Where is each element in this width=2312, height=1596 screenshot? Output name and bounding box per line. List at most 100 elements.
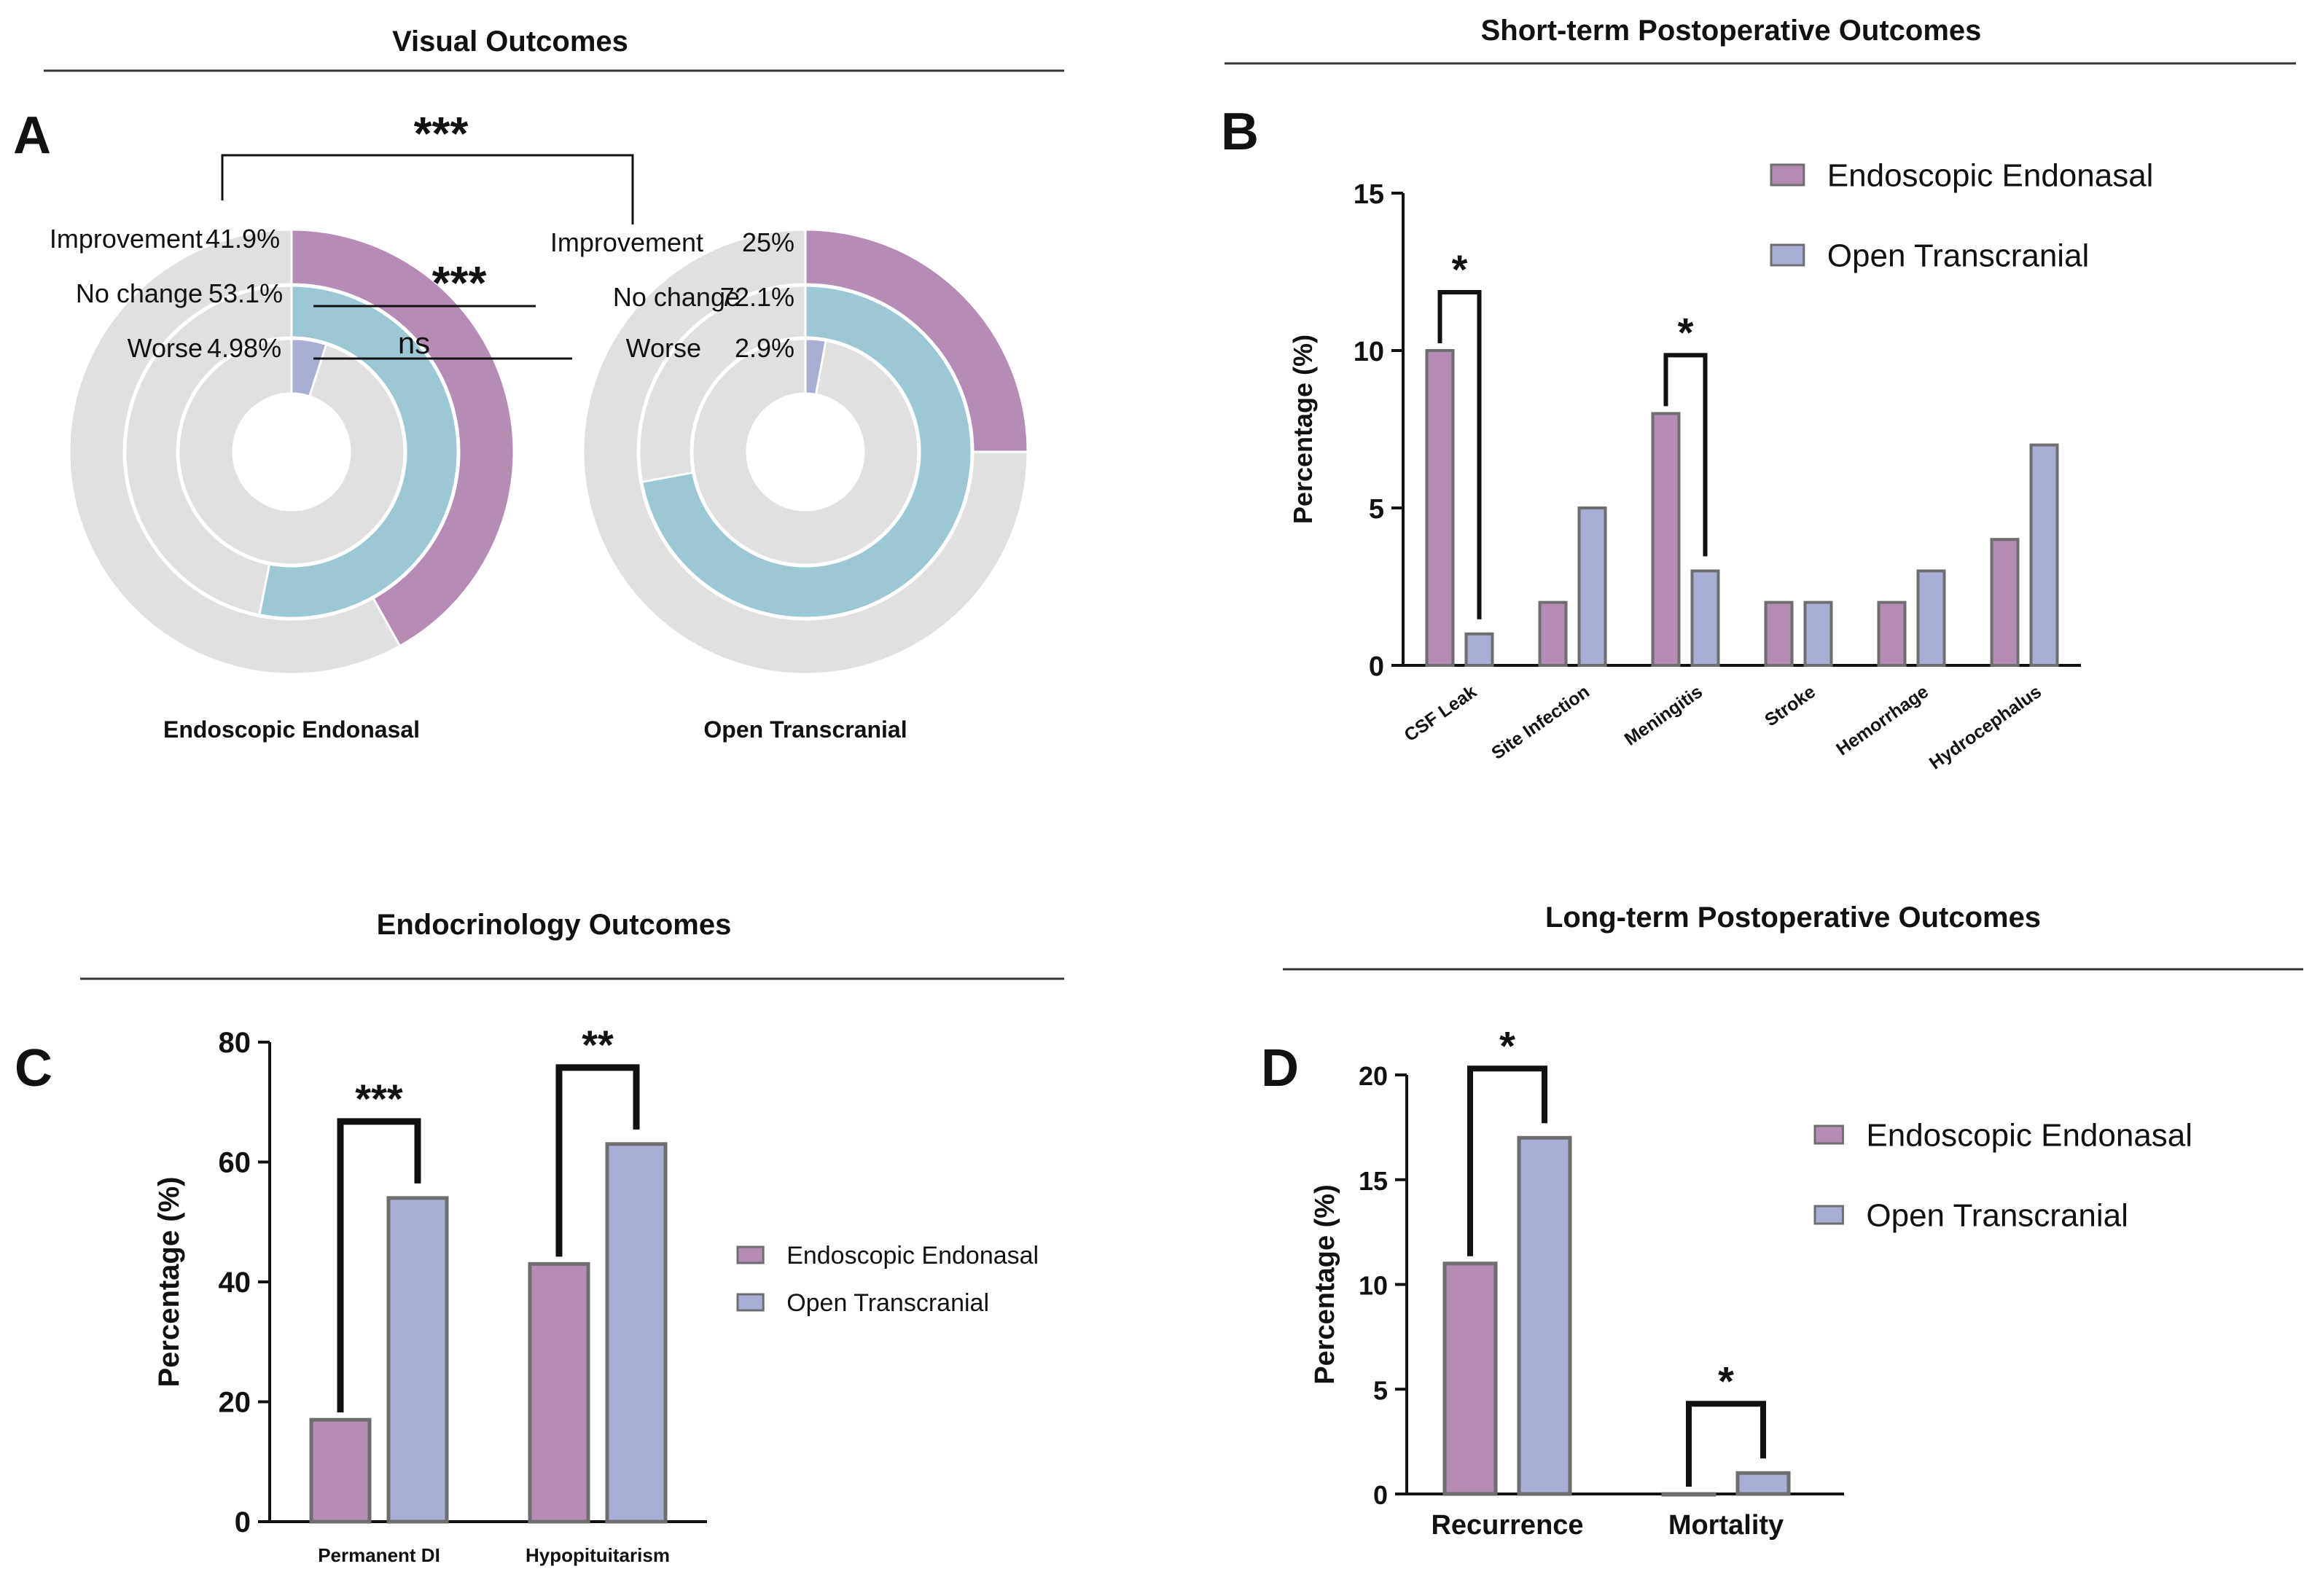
open-donut-label: Open Transcranial [703,716,907,743]
chartB-sig-bracket [1437,290,1482,619]
chartB-bar-endoscopic [1538,601,1568,667]
endoscopic-worse-value: 4.98% [207,333,281,363]
panel-a-top-sig: *** [414,107,469,160]
chartD-y-tick-label: 15 [1359,1166,1388,1196]
chartB-category-label: Stroke [1761,681,1819,731]
chartC-y-tick-label: 40 [219,1267,251,1299]
endoscopic-nochange-label: No change [76,278,203,308]
chartC-category-label: Hypopituitarism [526,1544,670,1566]
chartC-bar-open [386,1196,449,1524]
chartC-sig-label: *** [355,1076,403,1122]
chartB-y-tick-label: 10 [1354,337,1384,367]
chartB-bar-open [2029,443,2059,667]
endoscopic-improvement-ring-segment [290,228,515,648]
chartB-legend-swatch-open [1770,243,1805,267]
chartC-bar-endoscopic [309,1417,372,1524]
chartB-legend-swatch-endoscopic [1770,163,1805,187]
chartD-category-label: Mortality [1668,1510,1784,1541]
chartB-sig-label: * [1452,246,1468,292]
panel-c: Endocrinology Outcomes C 020406080Percen… [15,909,1064,1566]
chartB-category-label: CSF Leak [1401,681,1480,746]
chartB-y-tick-label: 15 [1354,179,1384,210]
endoscopic-donut-label: Endoscopic Endonasal [163,716,420,743]
chartC-y-tick-label: 80 [219,1027,251,1059]
chartC-y-axis-label: Percentage (%) [153,1177,185,1388]
chartD-sig-label: * [1499,1022,1515,1068]
chartD-sig-label: * [1718,1358,1734,1404]
chartB-sig-bracket [1663,353,1708,557]
chartB-legend-label: Endoscopic Endonasal [1827,157,2154,193]
chartB-category-label: Hemorrhage [1832,681,1932,759]
chartB-bar-open [1577,506,1607,667]
chartB-category-label: Site Infection [1488,681,1593,764]
chartB-bar-open [1916,569,1946,668]
endoscopic-nochange-value: 53.1% [208,278,283,308]
chartC-legend-label: Open Transcranial [786,1289,989,1317]
chartB-category-label: Hydrocephalus [1926,681,2045,774]
panel-b: Short-term Postoperative Outcomes B 0 5 10… [1221,15,2296,774]
panel-c-title: Endocrinology Outcomes [377,909,732,941]
open-improvement-ring-segment [804,228,1029,453]
panel-b-letter: B [1221,103,1259,161]
chartD-y-axis-label: Percentage (%) [1310,1184,1340,1385]
open-worse-ring-remainder [691,337,920,566]
endoscopic-donut [68,228,515,676]
chartB-sig-label: * [1678,309,1694,355]
chartC-sig-bracket [555,1064,640,1257]
open-donut [582,228,1029,676]
chartB-bar-endoscopic [1425,349,1455,667]
chartB-bar-endoscopic [1651,412,1681,668]
panel-d-title: Long-term Postoperative Outcomes [1545,901,2041,934]
chartD-sig-bracket [1467,1065,1547,1256]
chartD-legend-label: Endoscopic Endonasal [1866,1117,2192,1153]
nochange-sig: *** [432,257,487,309]
chartD-y-tick-label: 20 [1359,1061,1388,1091]
chartD-legend-swatch-endoscopic [1813,1124,1844,1145]
chartD-y-tick-label: 10 [1359,1271,1388,1301]
chartD-bar-open [1517,1135,1572,1496]
chartB-y-axis-label: Percentage (%) [1288,335,1318,524]
chartB-bar-endoscopic [1764,601,1794,667]
chartB-y-tick-label: 5 [1369,494,1384,525]
open-nochange-value: 72.1% [720,282,794,312]
chartC-category-label: Permanent DI [318,1544,440,1566]
panel-b-title: Short-term Postoperative Outcomes [1481,15,1982,47]
panel-a-letter: A [13,106,51,165]
open-improvement-ring-remainder [582,228,1029,676]
endoscopic-worse-ring-remainder [177,337,406,566]
chartC-legend-swatch-open [736,1293,765,1312]
chartB-bar-open [1690,569,1720,668]
endoscopic-worse-label: Worse [128,333,203,363]
chartD-y-tick-label: 0 [1373,1480,1388,1510]
worse-sig: ns [398,326,430,360]
chartD-sig-bracket [1686,1401,1766,1487]
chartB-bar-open [1464,632,1494,667]
endoscopic-improvement-label: Improvement [50,224,203,254]
chartC-legend-swatch-endoscopic [736,1245,765,1264]
chartD-y-tick-label: 5 [1373,1375,1388,1405]
panel-c-letter: C [15,1039,52,1098]
chartC-y-tick-label: 60 [219,1147,251,1179]
chartD-bar-endoscopic [1661,1492,1717,1497]
chartC-y-tick-label: 0 [235,1506,251,1538]
open-improvement-label: Improvement [550,227,703,257]
panel-d-letter: D [1261,1039,1299,1098]
open-improvement-value: 25% [742,227,794,257]
chartB-bar-endoscopic [1877,601,1907,667]
chartC-sig-bracket [337,1118,421,1413]
open-worse-ring-segment [804,337,827,396]
chartC-sig-label: ** [582,1022,614,1068]
chartB-y-tick-label: 0 [1369,652,1384,682]
open-worse-value: 2.9% [735,333,794,363]
endoscopic-nochange-ring-segment [258,284,459,619]
chartC-legend-label: Endoscopic Endonasal [786,1242,1039,1270]
open-nochange-ring-segment [641,284,973,619]
open-nochange-label: No change [613,282,740,312]
panel-a-top-bracket [221,154,634,224]
chartC-bar-endoscopic [528,1261,590,1524]
panel-d: Long-term Postoperative Outcomes D 0 5 10 1… [1261,901,2303,1541]
